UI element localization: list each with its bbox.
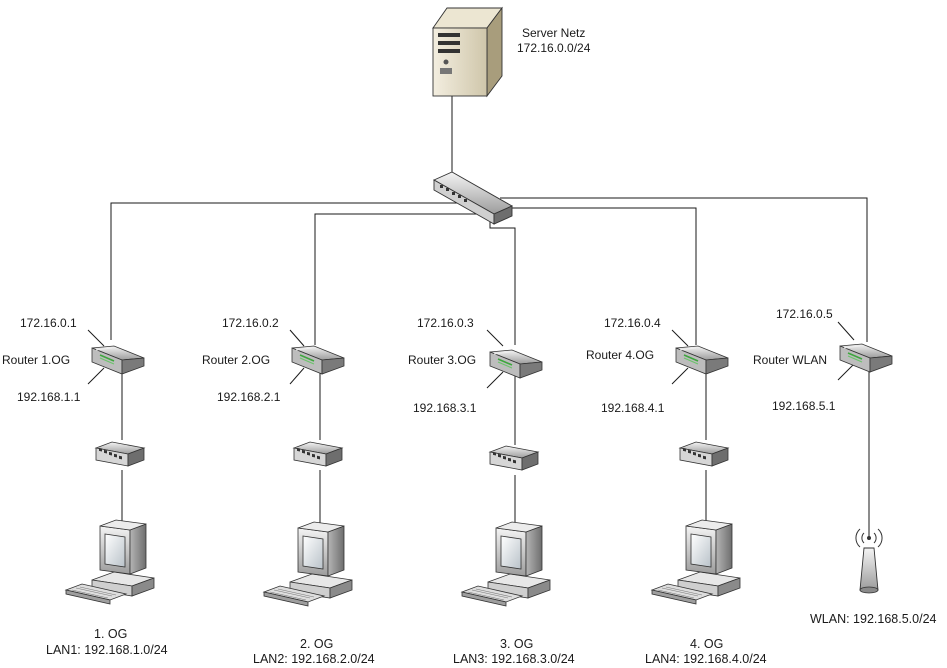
switch-icon [293,441,343,467]
router-wlan-name: Router WLAN [753,353,827,367]
lan-1-subnet: LAN1: 192.168.1.0/24 [46,643,168,657]
lan-3-subnet: LAN3: 192.168.3.0/24 [453,652,575,666]
lan-2-subnet: LAN2: 192.168.2.0/24 [253,652,375,666]
router-4-lan-ip: 192.168.4.1 [601,401,665,415]
router-icon [675,345,729,375]
router-1-name: Router 1.OG [2,353,70,367]
wireless-antenna-icon [855,528,883,594]
floor-2-label: 2. OG [300,637,333,651]
wires [87,95,870,540]
wire-router-3 [489,205,516,345]
desktop-computer-icon [461,521,551,607]
router-icon [91,345,145,375]
switch-icon [489,445,539,471]
desktop-computer-icon [651,519,741,605]
wire-router-4 [496,207,697,345]
router-icon [839,343,893,373]
router-wlan-lan-ip: 192.168.5.1 [772,399,836,413]
router-4-wan-ip: 172.16.0.4 [604,316,661,330]
floor-4-label: 4. OG [690,637,723,651]
router-1-wan-ip: 172.16.0.1 [20,316,77,330]
router-2-lan-ip: 192.168.2.1 [217,390,281,404]
desktop-computer-icon [65,519,155,605]
lan-4-subnet: LAN4: 192.168.4.0/24 [645,652,767,666]
router-2-name: Router 2.OG [202,353,270,367]
router-4-name: Router 4.OG [586,348,654,362]
desktop-computer-icon [263,521,353,607]
router-1-lan-ip: 192.168.1.1 [17,390,81,404]
router-wlan-wan-ip: 172.16.0.5 [776,307,833,321]
server-title: Server Netz [522,26,585,40]
switch-icon [95,441,145,467]
router-2-wan-ip: 172.16.0.2 [222,316,279,330]
floor-1-label: 1. OG [94,627,127,641]
server-subnet: 172.16.0.0/24 [517,41,591,55]
wire-router-wlan [500,197,868,342]
router-3-wan-ip: 172.16.0.3 [417,316,474,330]
server-tower-icon [432,6,503,98]
router-icon [291,345,345,375]
wlan-subnet: WLAN: 192.168.5.0/24 [810,612,937,626]
router-3-lan-ip: 192.168.3.1 [413,401,477,415]
router-3-name: Router 3.OG [408,353,476,367]
floor-3-label: 3. OG [500,637,533,651]
switch-icon [679,441,729,467]
core-switch-icon [433,171,513,225]
router-icon [489,349,543,379]
